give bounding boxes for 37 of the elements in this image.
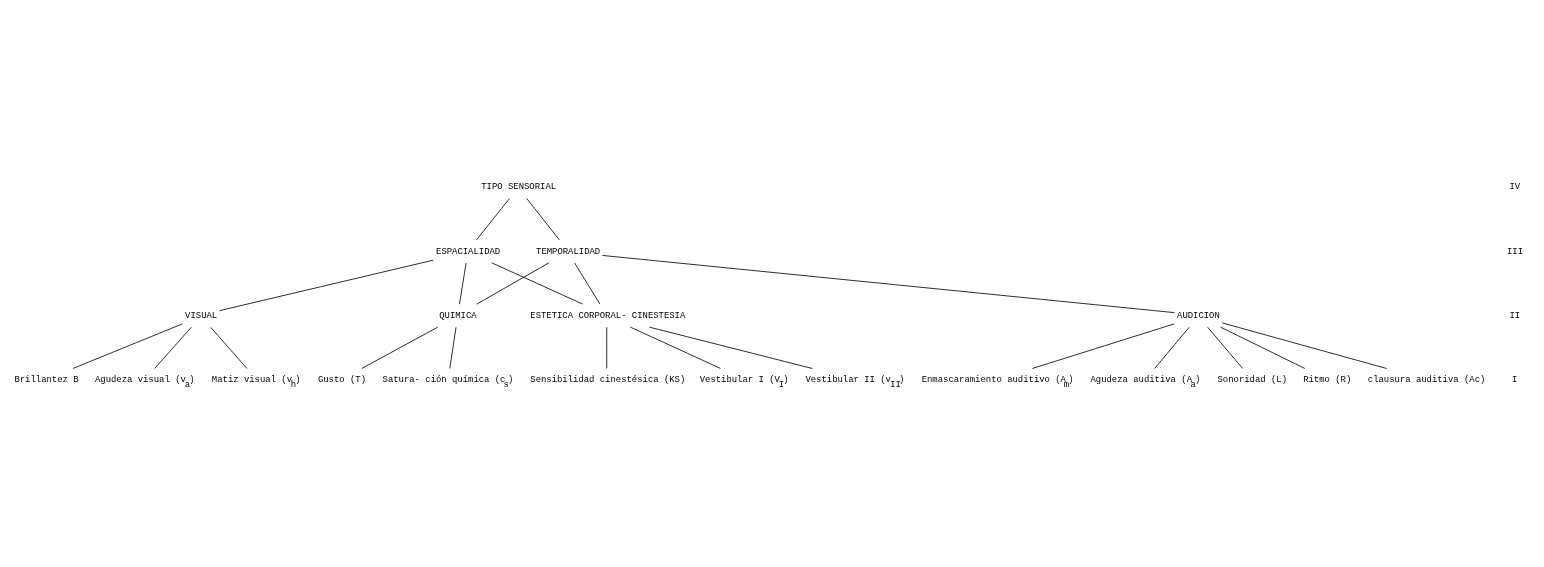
connector — [1221, 322, 1388, 369]
connector — [526, 198, 560, 241]
node-text: TEMPORALIDAD — [536, 246, 601, 257]
connector — [210, 326, 248, 369]
connector — [574, 262, 601, 305]
label: I — [1512, 375, 1518, 386]
connector — [459, 262, 467, 305]
connector — [476, 198, 510, 241]
connector — [154, 326, 192, 369]
node-text: ESTETICA CORPORAL- CINESTESIA — [530, 311, 686, 322]
connector — [649, 326, 813, 369]
connector — [72, 323, 183, 369]
node-text: Sensibilidad cinestésica (KS) — [530, 375, 686, 386]
connector — [219, 259, 434, 312]
label: III — [1506, 246, 1524, 257]
node-text: QUIMICA — [439, 311, 477, 322]
connector — [1207, 326, 1244, 369]
node-text: AUDICION — [1177, 311, 1220, 322]
connector — [1031, 323, 1175, 369]
node-text: VISUAL — [185, 311, 218, 322]
connector — [602, 255, 1175, 314]
node-text: Brillantez B — [14, 375, 79, 386]
node-text: Gusto (T) — [317, 375, 367, 386]
connector — [449, 326, 457, 369]
connector — [1154, 326, 1190, 369]
connector — [491, 262, 584, 305]
label: II — [1509, 311, 1521, 322]
connector — [629, 326, 721, 369]
connector — [361, 326, 439, 369]
connector — [1220, 326, 1306, 369]
label: IV — [1509, 182, 1521, 193]
connector — [476, 262, 550, 305]
node-text: Ritmo (R) — [1303, 375, 1352, 386]
node-text: clausura auditiva (Ac) — [1367, 375, 1486, 386]
node-text: Sonoridad (L) — [1217, 375, 1287, 386]
node-text: TIPO SENSORIAL — [481, 182, 557, 193]
node-text: ESPACIALIDAD — [436, 246, 501, 257]
